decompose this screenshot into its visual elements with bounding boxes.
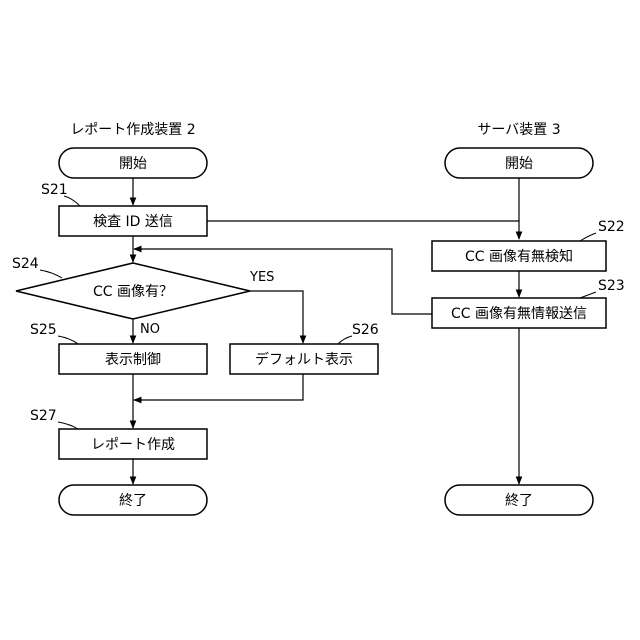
s21-label: 検査 ID 送信: [93, 214, 173, 230]
lane-title-server-device: サーバ装置 3: [477, 122, 560, 138]
branch-label-no: NO: [140, 322, 160, 337]
s22-label: CC 画像有無検知: [465, 248, 573, 265]
step-label-s22: S22: [598, 219, 625, 235]
step-leader-s27: [58, 422, 78, 429]
s24-decision: CC 画像有？: [16, 263, 250, 319]
s26-box: デフォルト表示: [230, 344, 378, 374]
s23-label: CC 画像有無情報送信: [451, 306, 587, 322]
s24-label: CC 画像有？: [93, 284, 173, 300]
s27-label: レポート作成: [91, 437, 175, 453]
s23-box: CC 画像有無情報送信: [432, 298, 606, 328]
s25-box: 表示制御: [59, 344, 207, 374]
right-start-label: 開始: [505, 156, 533, 172]
arrow-s21-to-s22: [207, 221, 519, 239]
step-label-s24: S24: [12, 256, 39, 272]
step-leader-s25: [58, 336, 78, 344]
s27-box: レポート作成: [59, 429, 207, 459]
s25-label: 表示制御: [105, 352, 161, 368]
step-label-s26: S26: [352, 322, 379, 338]
step-leader-s24: [40, 270, 62, 278]
right-end-terminal: 終了: [445, 485, 593, 515]
left-start-label: 開始: [119, 156, 147, 172]
right-end-label: 終了: [505, 493, 533, 509]
left-end-terminal: 終了: [59, 485, 207, 515]
step-leader-s23: [580, 292, 596, 298]
s22-box: CC 画像有無検知: [432, 241, 606, 271]
step-leader-s26: [338, 336, 352, 344]
lane-title-report-device: レポート作成装置 2: [70, 122, 195, 138]
arrow-yes-to-s26: [250, 291, 303, 343]
step-label-s27: S27: [30, 408, 57, 424]
right-start-terminal: 開始: [445, 148, 593, 178]
step-label-s25: S25: [30, 322, 57, 338]
left-end-label: 終了: [119, 493, 147, 509]
s26-label: デフォルト表示: [255, 351, 353, 368]
s21-box: 検査 ID 送信: [59, 206, 207, 236]
left-start-terminal: 開始: [59, 148, 207, 178]
branch-label-yes: YES: [249, 270, 274, 285]
step-leader-s22: [580, 233, 596, 241]
step-label-s21: S21: [41, 182, 68, 198]
step-label-s23: S23: [598, 278, 625, 294]
arrow-s26-merge: [134, 374, 303, 400]
